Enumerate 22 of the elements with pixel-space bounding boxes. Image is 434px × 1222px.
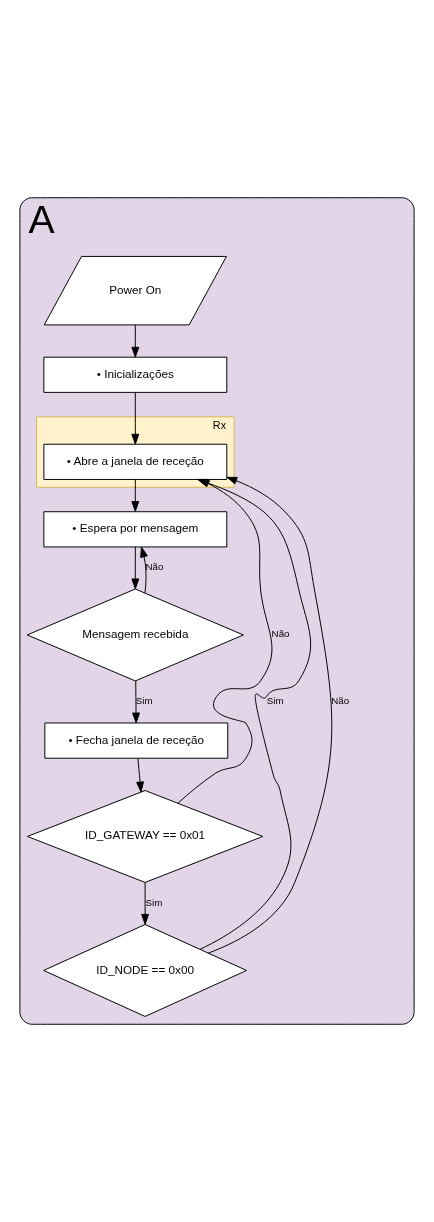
node-box: • Espera por mensagem xyxy=(43,511,228,548)
node-box: • Abre a janela de receção xyxy=(43,443,228,480)
edge-label: Não xyxy=(145,561,164,573)
edge-label: Não xyxy=(271,628,290,640)
edge-label: Sim xyxy=(145,896,163,908)
node-diamond: ID_NODE == 0x00 xyxy=(43,924,248,1017)
edge-label: Não xyxy=(331,695,350,707)
arrow xyxy=(141,882,149,925)
arrow xyxy=(131,392,140,445)
arrow xyxy=(131,479,140,512)
arrow xyxy=(208,476,333,954)
node-box: • Fecha janela de receção xyxy=(44,722,229,759)
arrow xyxy=(131,546,140,590)
node-diamond: ID_GATEWAY == 0x01 xyxy=(27,790,264,883)
arrow xyxy=(131,324,140,358)
node-diamond: Mensagem recebida xyxy=(26,588,244,682)
edge-label: Sim xyxy=(266,695,284,707)
arrow xyxy=(136,757,144,793)
edge-label: Sim xyxy=(135,695,153,707)
arrow xyxy=(132,680,140,724)
node-box: • Inicializações xyxy=(43,356,228,393)
arrow xyxy=(140,546,148,594)
